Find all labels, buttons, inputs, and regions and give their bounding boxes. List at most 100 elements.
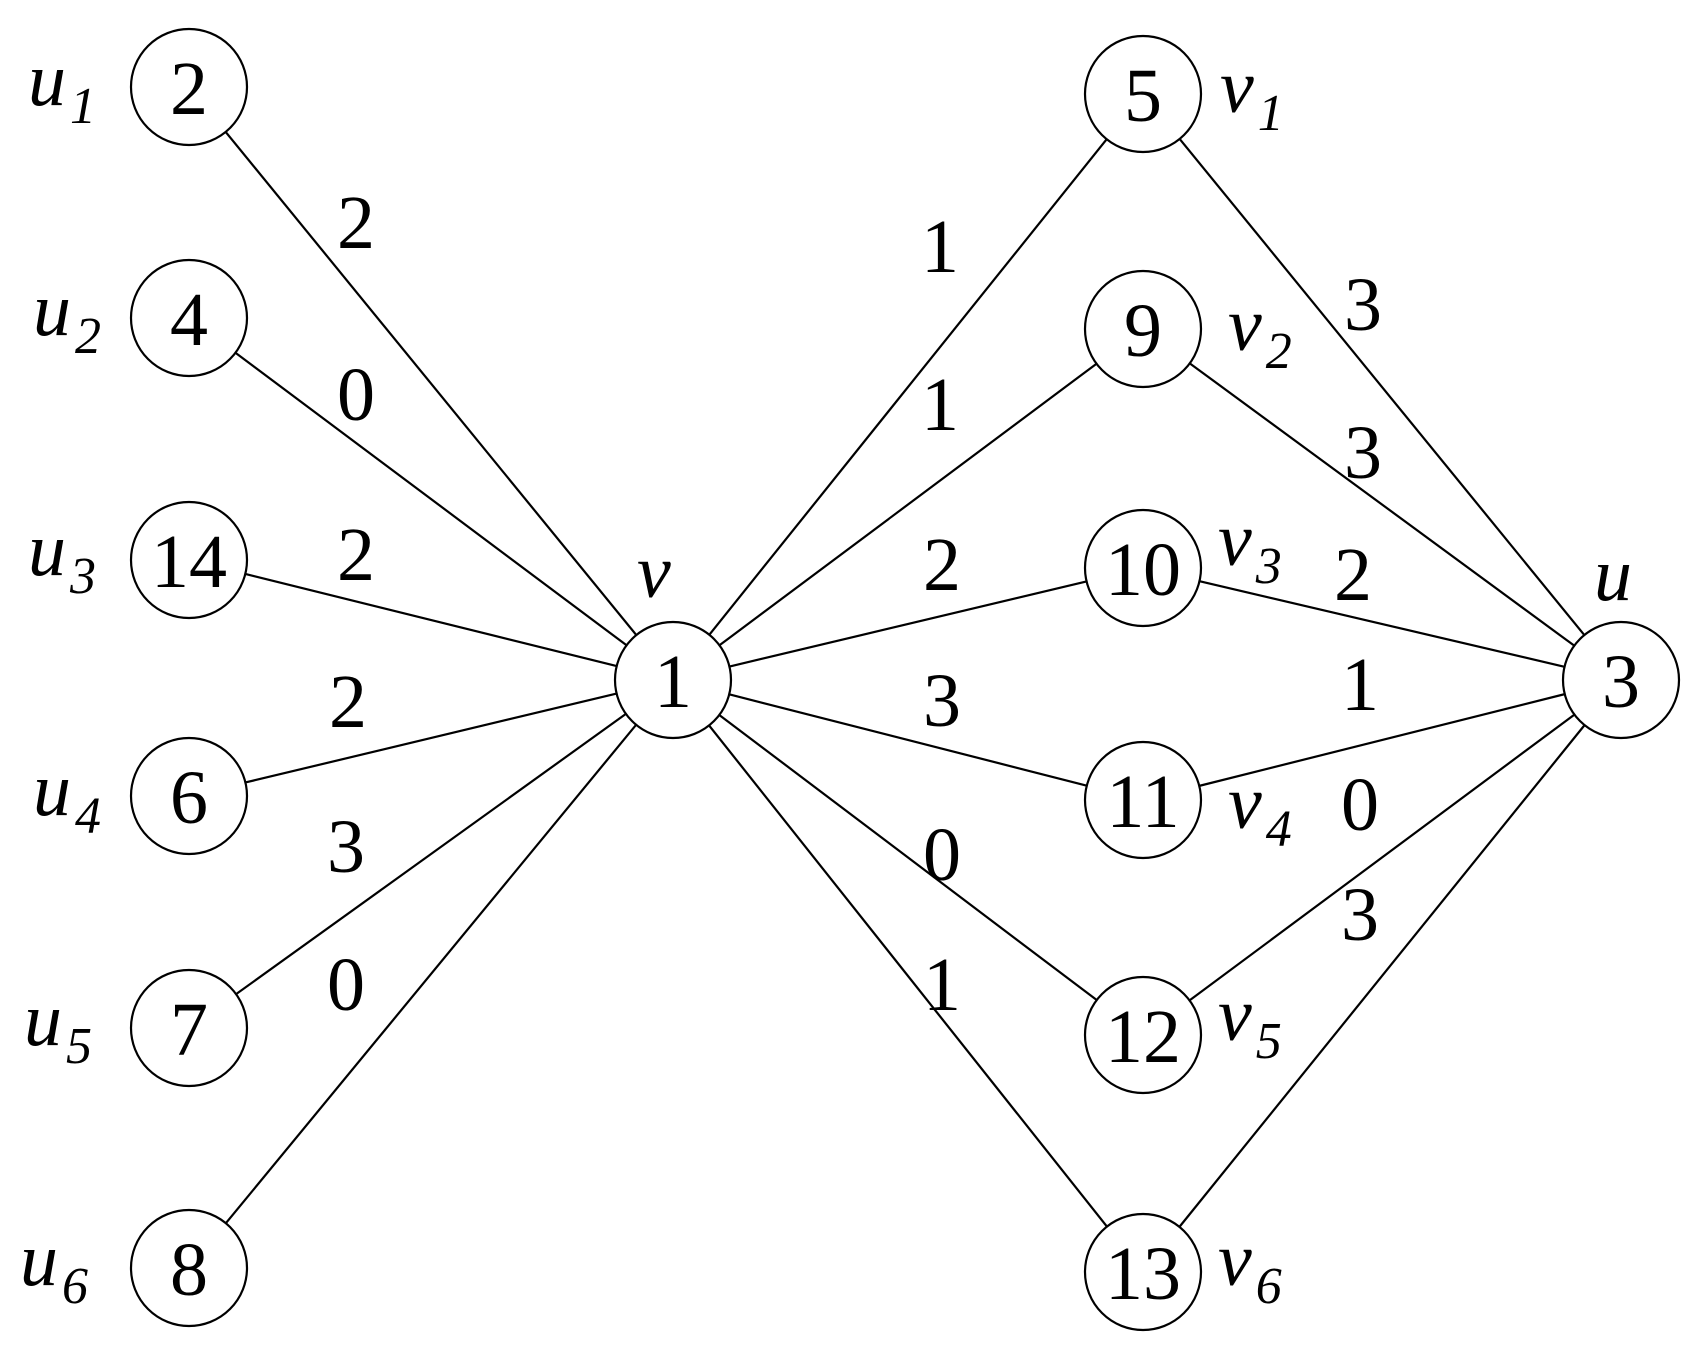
node-circle-v3 — [1083, 508, 1203, 628]
node-label-name-u6: u — [20, 1218, 58, 1302]
edge-weight-v-v4: 3 — [923, 659, 961, 743]
node-label-sub-v2: 2 — [1266, 323, 1292, 380]
node-u: 3u — [1561, 533, 1681, 740]
node-label-name-v: v — [637, 530, 671, 614]
node-circle-v6 — [1083, 1212, 1203, 1332]
node-number-u3: 14 — [151, 520, 227, 604]
node-label-name-v4: v — [1228, 761, 1262, 845]
node-circle-u6 — [129, 1208, 249, 1328]
edge-u4-v — [245, 692, 617, 784]
node-number-u2: 4 — [170, 278, 208, 362]
node-circle-u3 — [129, 500, 249, 620]
node-v5: 12 v5 — [1083, 973, 1282, 1095]
edge-weight-v3-u: 2 — [1334, 533, 1372, 617]
node-label-sub-v5: 5 — [1256, 1013, 1282, 1070]
node-circle-v1 — [1083, 34, 1203, 154]
edge-v-v6 — [708, 724, 1108, 1228]
node-v6: 13 v6 — [1083, 1212, 1282, 1332]
edge-u5-v — [235, 712, 627, 996]
node-label-v: v — [637, 530, 671, 614]
edge-u2-v — [234, 351, 628, 647]
node-label-u4: u4 — [33, 748, 101, 845]
node-label-u5: u5 — [24, 978, 92, 1075]
node-label-sub-v3: 3 — [1255, 538, 1282, 595]
node-label-sub-u3: 3 — [69, 548, 96, 605]
node-label-name-v6: v — [1218, 1218, 1252, 1302]
node-label-name-v5: v — [1218, 973, 1252, 1057]
edges-layer — [224, 131, 1586, 1228]
node-u5: 7u5 — [24, 968, 249, 1088]
edge-weight-v-v5: 0 — [923, 813, 961, 897]
node-label-u3: u3 — [28, 508, 96, 605]
node-label-v4: v4 — [1228, 761, 1292, 858]
node-label-sub-u2: 2 — [75, 308, 101, 365]
node-label-v3: v3 — [1218, 498, 1282, 595]
edge-v3-u — [1199, 580, 1565, 668]
node-number-v3: 10 — [1105, 528, 1181, 612]
node-number-v2: 9 — [1124, 289, 1162, 373]
edge-weight-u1-v: 2 — [337, 181, 375, 265]
node-label-sub-v4: 4 — [1266, 801, 1292, 858]
node-label-sub-v1: 1 — [1258, 85, 1284, 142]
node-label-name-u5: u — [24, 978, 62, 1062]
node-label-sub-v6: 6 — [1256, 1258, 1282, 1315]
node-v4: 11 v4 — [1083, 740, 1292, 860]
edge-v-v2 — [718, 362, 1098, 647]
edge-v5-u — [1188, 713, 1576, 1002]
node-label-name-v1: v — [1220, 45, 1254, 129]
edge-v-v1 — [708, 138, 1108, 636]
edge-weight-v-v3: 2 — [923, 523, 961, 607]
edge-weight-v-v6: 1 — [923, 943, 961, 1027]
node-number-u6: 8 — [170, 1228, 208, 1312]
node-label-u: u — [1594, 533, 1632, 617]
node-label-sub-u1: 1 — [70, 78, 96, 135]
node-label-name-u4: u — [33, 748, 71, 832]
node-circle-v — [613, 620, 733, 740]
node-number-v6: 13 — [1105, 1232, 1181, 1316]
edge-weight-u5-v: 3 — [327, 805, 365, 889]
node-u2: 4 u2 — [33, 258, 249, 378]
node-circle-u1 — [129, 27, 249, 147]
edge-weight-v-v2: 1 — [921, 363, 959, 447]
node-label-u6: u6 — [20, 1218, 88, 1315]
edge-weight-u2-v: 0 — [337, 353, 375, 437]
edge-u6-v — [225, 724, 637, 1224]
node-number-v1: 5 — [1124, 54, 1162, 138]
node-label-u2: u2 — [33, 268, 101, 365]
node-label-u1: u1 — [28, 38, 96, 135]
node-v: 1v — [613, 530, 733, 740]
node-circle-v2 — [1083, 269, 1203, 389]
edge-u3-v — [245, 572, 617, 668]
edge-v-v5 — [718, 714, 1098, 1001]
node-u1: 2 u1 — [28, 27, 249, 147]
edge-weight-v4-u: 1 — [1341, 643, 1379, 727]
node-circle-v4 — [1083, 740, 1203, 860]
node-label-name-u3: u — [28, 508, 66, 592]
node-number-u1: 2 — [170, 47, 208, 131]
node-number-v5: 12 — [1105, 995, 1181, 1079]
node-label-sub-u5: 5 — [66, 1018, 92, 1075]
node-number-v: 1 — [654, 640, 692, 724]
node-label-name-u: u — [1594, 533, 1632, 617]
node-v3: 10 v3 — [1083, 498, 1282, 628]
node-number-v4: 11 — [1106, 760, 1179, 844]
edge-weight-u4-v: 2 — [329, 660, 367, 744]
edge-weight-v2-u: 3 — [1344, 411, 1382, 495]
node-label-name-v2: v — [1228, 283, 1262, 367]
node-u4: 6u4 — [33, 736, 249, 856]
edge-weight-v-v1: 1 — [921, 205, 959, 289]
edge-v1-u — [1178, 138, 1586, 636]
node-label-v5: v5 — [1218, 973, 1282, 1070]
node-label-v1: v1 — [1220, 45, 1284, 142]
node-label-v2: v2 — [1228, 283, 1292, 380]
node-circle-u4 — [129, 736, 249, 856]
edge-weight-v5-u: 0 — [1341, 763, 1379, 847]
node-circle-u2 — [129, 258, 249, 378]
node-circle-u — [1561, 620, 1681, 740]
edge-weight-v6-u: 3 — [1341, 873, 1379, 957]
